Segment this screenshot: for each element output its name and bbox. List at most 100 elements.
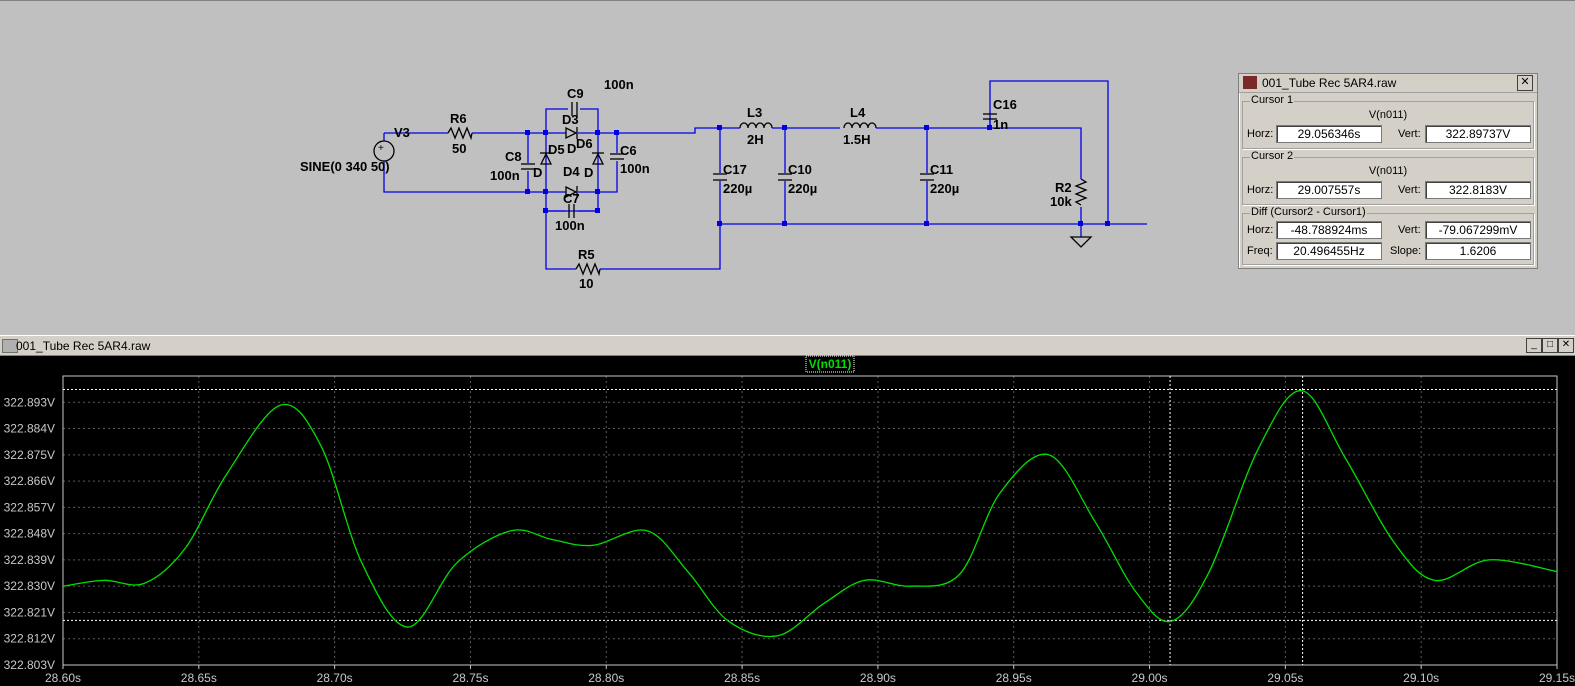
y-tick-label: 322.803V bbox=[4, 658, 55, 672]
waveform-titlebar[interactable]: 001_Tube Rec 5AR4.raw _ □ ✕ bbox=[0, 335, 1575, 356]
l4-symbol[interactable] bbox=[843, 122, 877, 129]
d3-name: D3 bbox=[562, 112, 579, 127]
d5-symbol[interactable] bbox=[539, 152, 553, 165]
cursor-dialog[interactable]: 001_Tube Rec 5AR4.raw ✕ Cursor 1 V(n011)… bbox=[1238, 73, 1538, 269]
cursor2-label: Cursor 2 bbox=[1250, 150, 1295, 162]
c10-value: 220µ bbox=[788, 181, 817, 196]
diff-freq-field[interactable]: 20.496455Hz bbox=[1276, 242, 1382, 260]
svg-text:+: + bbox=[378, 143, 384, 154]
c6-symbol[interactable] bbox=[610, 153, 624, 160]
c8-symbol[interactable] bbox=[521, 163, 535, 170]
x-tick-label: 28.90s bbox=[860, 671, 896, 685]
c8-name: C8 bbox=[505, 149, 522, 164]
y-tick-label: 322.839V bbox=[4, 553, 55, 567]
cursor2-horz-label: Horz: bbox=[1247, 184, 1274, 196]
diff-horz-field[interactable]: -48.788924ms bbox=[1276, 221, 1382, 239]
l4-value: 1.5H bbox=[843, 132, 870, 147]
waveform-plot[interactable]: 322.893V 322.884V 322.875V 322.866V 322.857V… bbox=[0, 355, 1575, 686]
ltspice-icon bbox=[1243, 76, 1257, 89]
c10-symbol[interactable] bbox=[778, 173, 792, 181]
x-tick-label: 28.80s bbox=[588, 671, 624, 685]
l3-value: 2H bbox=[747, 132, 764, 147]
diff-vert-field[interactable]: -79.067299mV bbox=[1425, 221, 1531, 239]
v3-source-symbol[interactable]: + bbox=[373, 140, 395, 162]
cursor2-horz-field[interactable]: 29.007557s bbox=[1276, 181, 1382, 199]
waveform-title: 001_Tube Rec 5AR4.raw bbox=[16, 339, 151, 353]
c11-name: C11 bbox=[930, 162, 953, 177]
x-tick-label: 29.00s bbox=[1132, 671, 1168, 685]
maximize-button[interactable]: □ bbox=[1542, 338, 1558, 353]
r5-symbol[interactable] bbox=[575, 262, 601, 277]
d3-value: D bbox=[567, 141, 576, 156]
c17-symbol[interactable] bbox=[713, 173, 727, 181]
cursor1-vert-field[interactable]: 322.89737V bbox=[1425, 125, 1531, 143]
c16-name: C16 bbox=[993, 97, 1017, 112]
cursor1-label: Cursor 1 bbox=[1250, 94, 1295, 106]
c7-symbol[interactable] bbox=[568, 204, 575, 218]
cursor-dialog-title: 001_Tube Rec 5AR4.raw bbox=[1262, 76, 1397, 90]
cursor-dialog-close-button[interactable]: ✕ bbox=[1517, 75, 1533, 91]
c10-name: C10 bbox=[788, 162, 812, 177]
plot-frame bbox=[62, 375, 1558, 666]
schematic-canvas[interactable]: + V3 SINE(0 340 50) R6 50 C9 100n D3 D D… bbox=[0, 0, 1575, 331]
series-line-V(n011) bbox=[62, 389, 1558, 638]
waveform-icon bbox=[2, 339, 18, 353]
d4-symbol[interactable] bbox=[565, 185, 578, 199]
cursor-lines[interactable] bbox=[63, 376, 1557, 665]
plot-grid bbox=[62, 376, 1558, 669]
x-tick-label: 28.70s bbox=[317, 671, 353, 685]
diff-label: Diff (Cursor2 - Cursor1) bbox=[1250, 206, 1367, 218]
d3-symbol[interactable] bbox=[565, 126, 578, 140]
r2-value: 10k bbox=[1050, 194, 1072, 209]
x-tick-label: 29.15s bbox=[1539, 671, 1575, 685]
v3-value: SINE(0 340 50) bbox=[300, 159, 390, 174]
d6-name: D6 bbox=[576, 136, 593, 151]
cursor-dialog-titlebar[interactable]: 001_Tube Rec 5AR4.raw ✕ bbox=[1239, 74, 1537, 93]
minimize-button[interactable]: _ bbox=[1526, 338, 1542, 353]
y-tick-label: 322.893V bbox=[4, 395, 55, 409]
l3-symbol[interactable] bbox=[739, 122, 773, 129]
y-tick-label: 322.830V bbox=[4, 579, 55, 593]
y-tick-label: 322.884V bbox=[4, 422, 55, 436]
cursor1-vert-label: Vert: bbox=[1398, 128, 1421, 140]
y-tick-label: 322.857V bbox=[4, 500, 55, 514]
c7-value: 100n bbox=[555, 218, 585, 233]
cursor1-horz-field[interactable]: 29.056346s bbox=[1276, 125, 1382, 143]
x-tick-label: 28.75s bbox=[452, 671, 488, 685]
diff-slope-label: Slope: bbox=[1390, 245, 1422, 257]
diff-horz-label: Horz: bbox=[1247, 224, 1274, 236]
r5-name: R5 bbox=[578, 247, 595, 262]
x-tick-label: 28.65s bbox=[181, 671, 217, 685]
legend-box bbox=[805, 355, 855, 373]
v3-name: V3 bbox=[394, 125, 410, 140]
diff-vert-label: Vert: bbox=[1398, 224, 1421, 236]
r6-value: 50 bbox=[452, 141, 466, 156]
y-tick-labels: 322.893V 322.884V 322.875V 322.866V 322.857V… bbox=[4, 395, 55, 672]
l3-name: L3 bbox=[747, 105, 762, 120]
c17-name: C17 bbox=[723, 162, 747, 177]
c9-name: C9 bbox=[567, 86, 584, 101]
schematic-svg[interactable]: + V3 SINE(0 340 50) R6 50 C9 100n D3 D D… bbox=[0, 1, 1575, 331]
c8-value: 100n bbox=[490, 168, 520, 183]
y-tick-label: 322.821V bbox=[4, 605, 55, 619]
c6-value: 100n bbox=[620, 161, 650, 176]
c16-symbol[interactable] bbox=[983, 113, 997, 120]
cursor2-expr: V(n011) bbox=[1368, 165, 1408, 177]
d6-symbol[interactable] bbox=[591, 152, 605, 165]
diff-slope-field[interactable]: 1.6206 bbox=[1425, 242, 1531, 260]
c11-symbol[interactable] bbox=[920, 173, 934, 181]
legend-label: V(n011) bbox=[809, 357, 852, 371]
x-tick-label: 28.95s bbox=[996, 671, 1032, 685]
r5-value: 10 bbox=[579, 276, 593, 291]
trace-legend[interactable]: V(n011) bbox=[805, 355, 855, 373]
y-tick-label: 322.866V bbox=[4, 474, 55, 488]
c9-symbol[interactable] bbox=[571, 102, 578, 116]
r6-symbol[interactable] bbox=[447, 126, 473, 141]
r2-symbol[interactable] bbox=[1074, 178, 1088, 206]
ground-symbol bbox=[1069, 236, 1093, 248]
close-button[interactable]: ✕ bbox=[1558, 338, 1574, 353]
cursor2-vert-field[interactable]: 322.8183V bbox=[1425, 181, 1531, 199]
y-tick-label: 322.875V bbox=[4, 448, 55, 462]
